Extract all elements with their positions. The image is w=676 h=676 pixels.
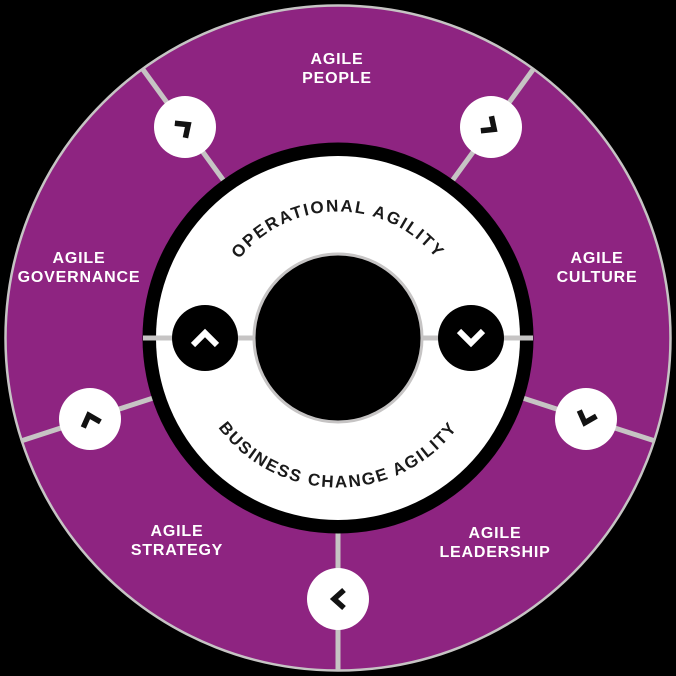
segment-label-line: AGILE [468,525,522,542]
divider-button-people-culture[interactable] [460,96,522,158]
segment-label-agile-leadership[interactable]: AGILE LEADERSHIP [439,524,550,562]
chevron-up-icon [190,328,220,348]
chevron-clockwise-icon [329,587,346,611]
segment-label-line: LEADERSHIP [439,544,551,561]
segment-label-agile-governance[interactable]: AGILE GOVERNANCE [18,249,141,287]
segment-label-agile-culture[interactable]: AGILE CULTURE [557,249,638,287]
divider-button-governance-people[interactable] [154,96,216,158]
segment-label-agile-people[interactable]: AGILE PEOPLE [302,50,372,88]
inner-rotate-button-right[interactable] [438,305,504,371]
inner-rotate-button-left[interactable] [172,305,238,371]
inner-button-right-circle[interactable] [438,305,504,371]
segment-label-line: AGILE [570,250,624,267]
chevron-down-icon [456,328,486,348]
chevron-clockwise-icon [576,409,598,427]
center-hub [252,252,424,424]
chevron-clockwise-icon [80,411,102,429]
segment-label-line: AGILE [310,51,364,68]
segment-label-line: AGILE [52,250,106,267]
inner-button-left-circle[interactable] [172,305,238,371]
segment-label-line: CULTURE [556,269,638,286]
divider-button-leadership-strategy[interactable] [307,568,369,630]
chevron-clockwise-icon [174,120,192,139]
segment-label-line: GOVERNANCE [17,269,141,286]
divider-button-strategy-governance[interactable] [59,388,121,450]
segment-label-line: PEOPLE [302,70,372,87]
segment-label-line: AGILE [150,523,204,540]
segment-label-agile-strategy[interactable]: AGILE STRATEGY [131,522,223,560]
chevron-clockwise-icon [480,115,498,134]
divider-button-culture-leadership[interactable] [555,388,617,450]
segment-label-line: STRATEGY [130,542,224,559]
